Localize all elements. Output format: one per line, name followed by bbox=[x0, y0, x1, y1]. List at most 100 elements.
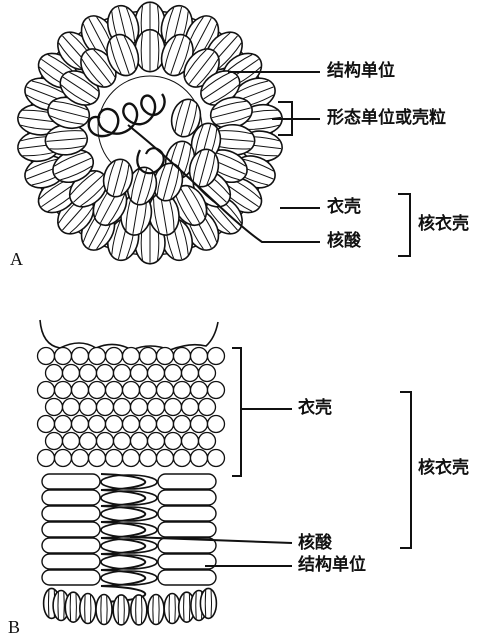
capsid-subunit bbox=[174, 450, 191, 467]
capsid-subunit bbox=[199, 399, 216, 416]
capsid-subunit bbox=[123, 348, 140, 365]
capsid-subunit bbox=[114, 433, 131, 450]
capsid-subunit bbox=[72, 348, 89, 365]
capsid-subunit bbox=[148, 433, 165, 450]
structural-subunit bbox=[42, 538, 100, 553]
capsid-subunit bbox=[165, 433, 182, 450]
capsid-subunit bbox=[123, 416, 140, 433]
capsid-subunit bbox=[165, 399, 182, 416]
capsid-subunit bbox=[80, 399, 97, 416]
capsomere bbox=[96, 595, 112, 625]
structural-subunit bbox=[42, 474, 100, 489]
capsid-subunit bbox=[89, 348, 106, 365]
capsid-subunit bbox=[148, 365, 165, 382]
capsid-subunit bbox=[72, 450, 89, 467]
structural-subunit bbox=[42, 490, 100, 505]
panel-letter-b: B bbox=[8, 618, 20, 636]
label-nucleic-acid-b: 核酸 bbox=[298, 535, 332, 552]
capsid-subunit bbox=[157, 348, 174, 365]
capsid-subunit bbox=[72, 416, 89, 433]
capsomere bbox=[131, 595, 147, 625]
capsid-subunit bbox=[38, 382, 55, 399]
structural-subunit bbox=[42, 554, 100, 569]
capsid-subunit bbox=[46, 399, 63, 416]
capsomere bbox=[113, 595, 129, 625]
capsid-subunit bbox=[80, 365, 97, 382]
capsid-subunit bbox=[97, 399, 114, 416]
capsid-subunit bbox=[38, 348, 55, 365]
helical-virus-illustration bbox=[38, 320, 225, 625]
capsid-subunit bbox=[208, 416, 225, 433]
label-structural-unit-b: 结构单位 bbox=[298, 557, 366, 574]
bracket-nucleocapsid-a bbox=[398, 194, 410, 256]
capsid-subunit bbox=[140, 450, 157, 467]
capsid-subunit bbox=[80, 433, 97, 450]
label-nucleic-acid-a: 核酸 bbox=[327, 233, 361, 250]
capsid-subunit bbox=[106, 348, 123, 365]
structural-subunit bbox=[158, 490, 216, 505]
capsid-subunit bbox=[174, 348, 191, 365]
capsid-subunit bbox=[199, 433, 216, 450]
capsid-subunit bbox=[38, 450, 55, 467]
panel-letter-a: A bbox=[10, 250, 23, 268]
capsid-subunit bbox=[55, 348, 72, 365]
capsid-subunit bbox=[38, 416, 55, 433]
capsid-subunit bbox=[55, 450, 72, 467]
capsid-subunit bbox=[72, 382, 89, 399]
structural-subunit bbox=[158, 474, 216, 489]
capsid-subunit bbox=[89, 382, 106, 399]
capsid-subunit bbox=[63, 399, 80, 416]
capsid-subunit bbox=[46, 433, 63, 450]
capsid-subunit bbox=[174, 416, 191, 433]
capsid-subunit bbox=[55, 382, 72, 399]
capsid-subunit bbox=[140, 348, 157, 365]
capsid-subunit bbox=[148, 399, 165, 416]
structural-subunit bbox=[42, 506, 100, 521]
bracket-nucleocapsid-b bbox=[400, 392, 411, 548]
capsid-subunit bbox=[174, 382, 191, 399]
capsid-subunit bbox=[157, 450, 174, 467]
label-nucleocapsid-b: 核衣壳 bbox=[418, 460, 469, 477]
capsid-subunit bbox=[208, 382, 225, 399]
capsid-subunit bbox=[157, 382, 174, 399]
capsid-subunit bbox=[140, 382, 157, 399]
capsid-subunit bbox=[191, 450, 208, 467]
bracket-capsid bbox=[232, 348, 241, 476]
capsid-subunit bbox=[55, 416, 72, 433]
structural-subunit bbox=[158, 522, 216, 537]
capsid-subunit bbox=[140, 416, 157, 433]
capsid-subunit bbox=[182, 433, 199, 450]
capsid-subunit bbox=[106, 382, 123, 399]
label-capsid-b: 衣壳 bbox=[298, 400, 332, 417]
capsid-subunit bbox=[123, 382, 140, 399]
capsid-subunit bbox=[131, 433, 148, 450]
capsid-subunit bbox=[63, 433, 80, 450]
structural-subunit bbox=[158, 570, 216, 585]
label-morphological-unit: 形态单位或壳粒 bbox=[327, 110, 446, 127]
capsid-subunit bbox=[182, 365, 199, 382]
capsomere bbox=[135, 30, 165, 72]
capsomere bbox=[200, 588, 216, 618]
capsid-subunit bbox=[63, 365, 80, 382]
capsid-subunit bbox=[191, 348, 208, 365]
capsid-subunit bbox=[182, 399, 199, 416]
capsid-subunit bbox=[106, 450, 123, 467]
structural-subunit bbox=[42, 570, 100, 585]
icosahedral-virus-illustration bbox=[16, 2, 284, 264]
capsid-subunit bbox=[131, 365, 148, 382]
capsid-subunit bbox=[131, 399, 148, 416]
capsid-subunit bbox=[106, 416, 123, 433]
capsid-subunit bbox=[191, 382, 208, 399]
capsid-subunit bbox=[114, 365, 131, 382]
capsomere bbox=[164, 594, 180, 624]
structural-subunit bbox=[42, 522, 100, 537]
capsid-subunit bbox=[89, 416, 106, 433]
capsid-subunit bbox=[208, 450, 225, 467]
label-capsid-a: 衣壳 bbox=[327, 199, 361, 216]
capsid-subunit bbox=[208, 348, 225, 365]
capsid-subunit bbox=[157, 416, 174, 433]
capsid-subunit bbox=[89, 450, 106, 467]
capsid-subunit bbox=[97, 433, 114, 450]
capsid-subunit bbox=[114, 399, 131, 416]
